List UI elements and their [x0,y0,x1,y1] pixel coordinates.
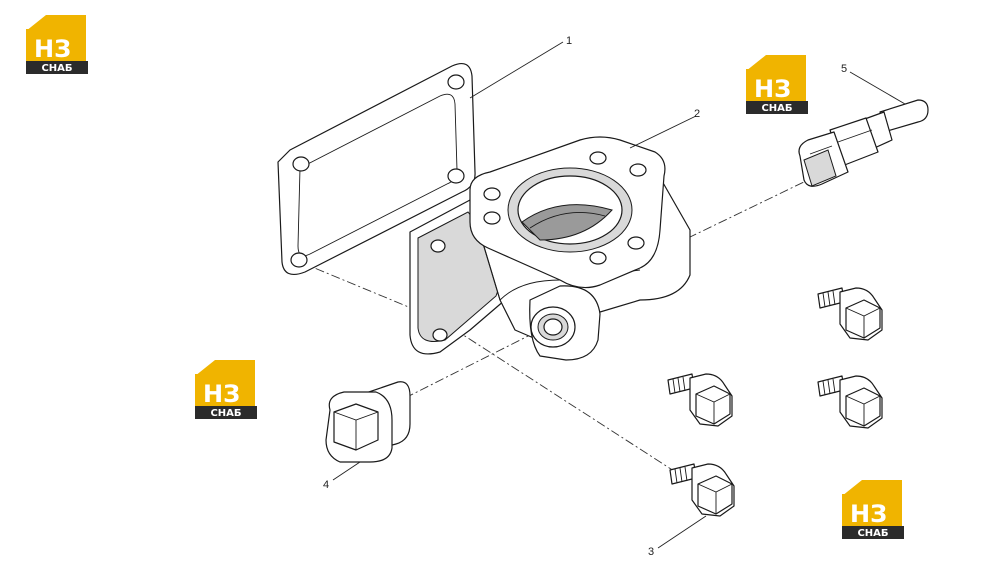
logo-letters: НЗ [203,380,240,408]
logo-letters: НЗ [754,75,791,103]
housing-part-2 [409,136,691,361]
leader-lines [332,41,906,549]
gasket-part-1 [277,63,476,275]
logo-top-left: НЗ СНАБ [26,15,88,74]
callout-2: 2 [694,108,700,120]
callout-4: 4 [323,479,329,491]
callout-3: 3 [648,546,654,558]
bolt-3 [817,375,883,429]
bolt-4 [669,463,735,517]
logo-middle-left: НЗ СНАБ [195,360,257,419]
logo-text: СНАБ [41,63,72,74]
callout-5: 5 [841,63,847,75]
plug-part-4 [325,381,411,463]
logo-letters: НЗ [850,500,887,528]
bolt-1 [817,287,883,341]
sensor-part-5 [798,99,929,187]
logo-top-right: НЗ СНАБ [746,55,808,114]
callout-1: 1 [566,35,572,47]
logo-text: СНАБ [761,103,792,114]
logo-text: СНАБ [210,408,241,419]
logo-text: СНАБ [857,528,888,539]
bolt-2 [667,373,733,427]
logo-bottom-right: НЗ СНАБ [842,480,904,539]
logo-letters: НЗ [34,35,71,63]
